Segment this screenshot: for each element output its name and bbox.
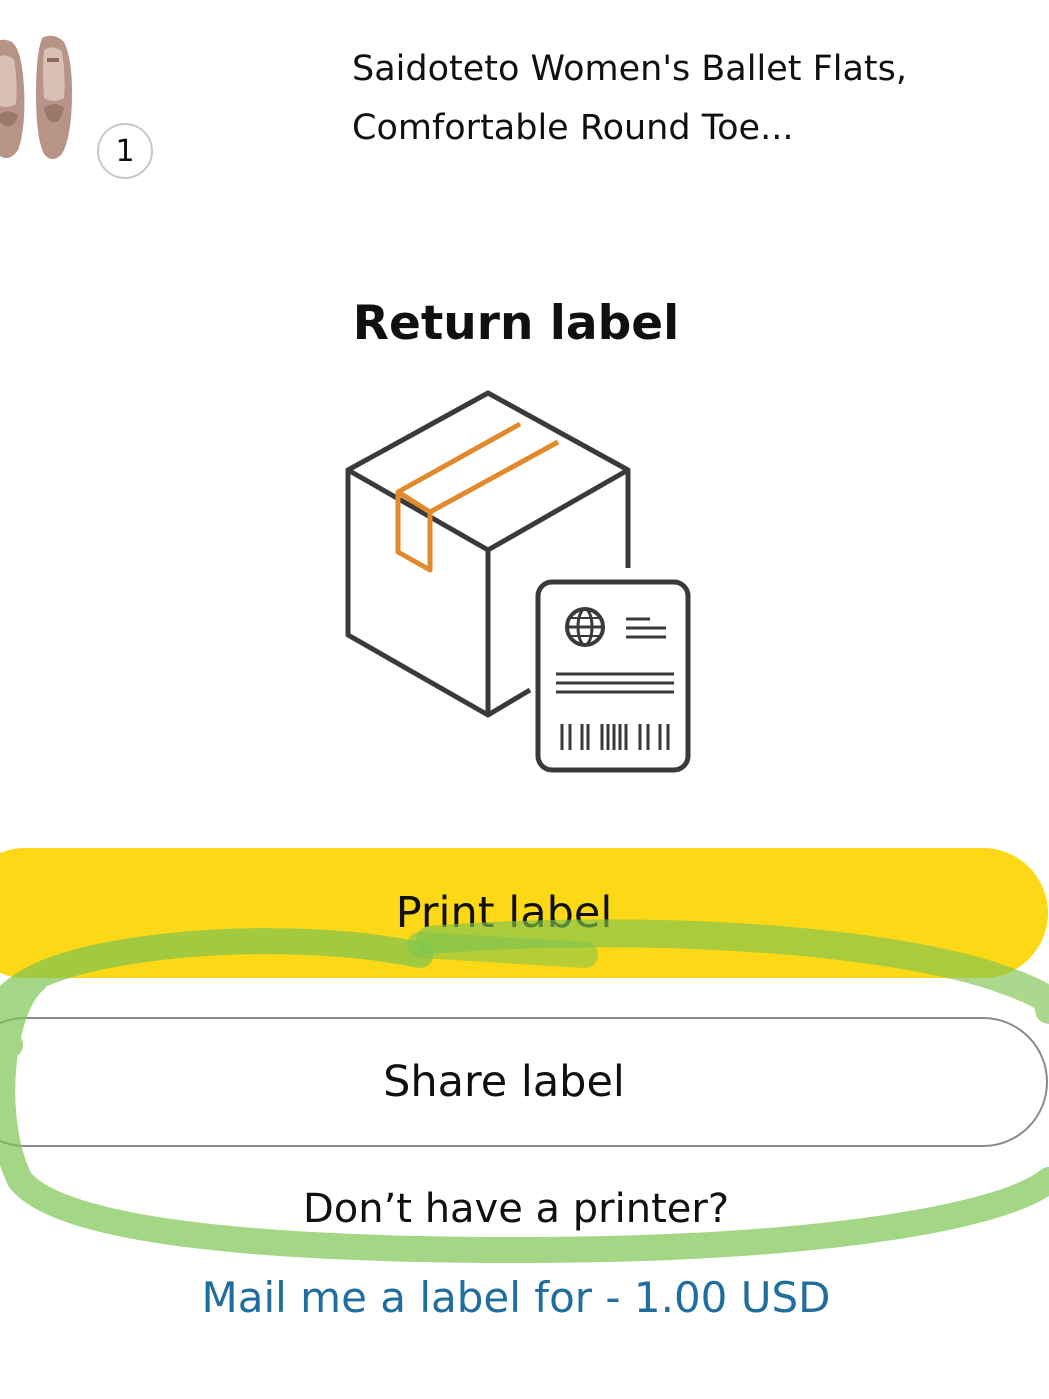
shipping-label-icon xyxy=(535,579,691,773)
product-title[interactable]: Saidoteto Women's Ballet Flats, Comforta… xyxy=(352,40,992,158)
share-label-button[interactable]: Share label xyxy=(0,1017,1048,1147)
quantity-badge: 1 xyxy=(97,123,153,179)
product-thumbnail[interactable] xyxy=(0,28,80,168)
ballet-flat-right xyxy=(36,35,72,159)
no-printer-question: Don’t have a printer? xyxy=(302,1186,730,1232)
mail-label-link[interactable]: Mail me a label for - 1.00 USD xyxy=(201,1273,831,1322)
barcode-icon xyxy=(560,724,670,750)
product-title-line-2: Comfortable Round Toe... xyxy=(352,108,794,148)
ballet-flat-left xyxy=(0,39,25,158)
print-label-button[interactable]: Print label xyxy=(0,848,1048,978)
return-label-heading: Return label xyxy=(352,296,680,351)
product-title-line-1: Saidoteto Women's Ballet Flats, xyxy=(352,49,907,89)
package-with-shipping-label-icon xyxy=(345,390,691,773)
